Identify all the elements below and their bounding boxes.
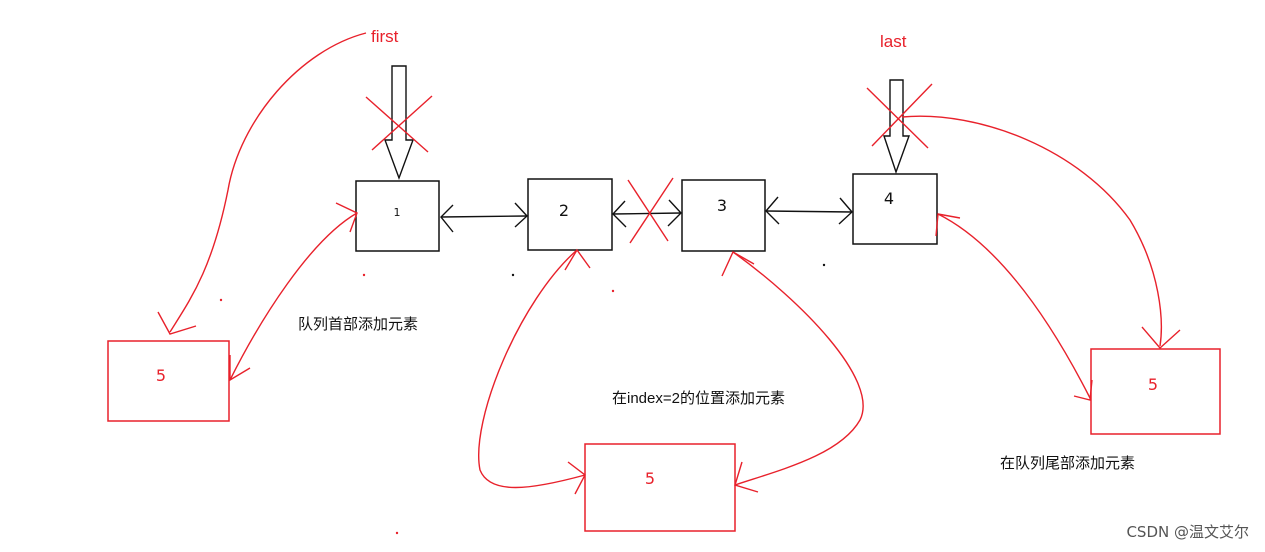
stray-marks	[219, 263, 826, 535]
first-pointer-arrow	[383, 65, 415, 181]
new-node-index-value: 5	[645, 469, 655, 488]
new-node-tail-value: 5	[1148, 375, 1158, 394]
last-pointer-label: last	[880, 32, 907, 51]
link-2-3-removed-x	[627, 177, 674, 244]
link-head-node-to-node-1	[229, 202, 358, 382]
list-node-2-value: 2	[559, 201, 569, 220]
new-node-head: 5	[107, 340, 230, 422]
list-node-1: 1	[355, 180, 440, 252]
list-node-3-value: 3	[717, 196, 727, 215]
new-node-tail: 5	[1090, 348, 1221, 435]
last-pointer-arrow	[883, 79, 910, 175]
list-node-3: 3	[681, 179, 766, 252]
last-pointer-removed-x	[866, 83, 933, 149]
first-pointer-removed-x	[365, 95, 433, 153]
list-node-4: 4	[852, 173, 938, 245]
new-node-index: 5	[584, 443, 736, 532]
list-node-4-value: 4	[884, 189, 894, 208]
list-node-2: 2	[527, 178, 613, 251]
link-node-3-to-index-node	[721, 251, 864, 493]
list-node-1-value: 1	[394, 206, 401, 219]
link-3-4	[765, 196, 853, 225]
link-node-4-to-tail-node	[935, 213, 1093, 401]
caption-index-insert: 在index=2的位置添加元素	[612, 390, 785, 407]
caption-tail-insert: 在队列尾部添加元素	[1000, 455, 1135, 472]
watermark: CSDN @温文艾尔	[1126, 523, 1249, 541]
first-pointer-label: first	[371, 27, 399, 46]
link-2-3-removed	[612, 199, 682, 228]
new-node-head-value: 5	[156, 366, 166, 385]
arrow-first-to-head-node	[157, 32, 367, 335]
link-node-2-to-index-node	[478, 248, 591, 495]
caption-head-insert: 队列首部添加元素	[298, 316, 418, 333]
link-1-2	[440, 202, 528, 233]
arrow-last-to-tail-node	[901, 115, 1181, 350]
